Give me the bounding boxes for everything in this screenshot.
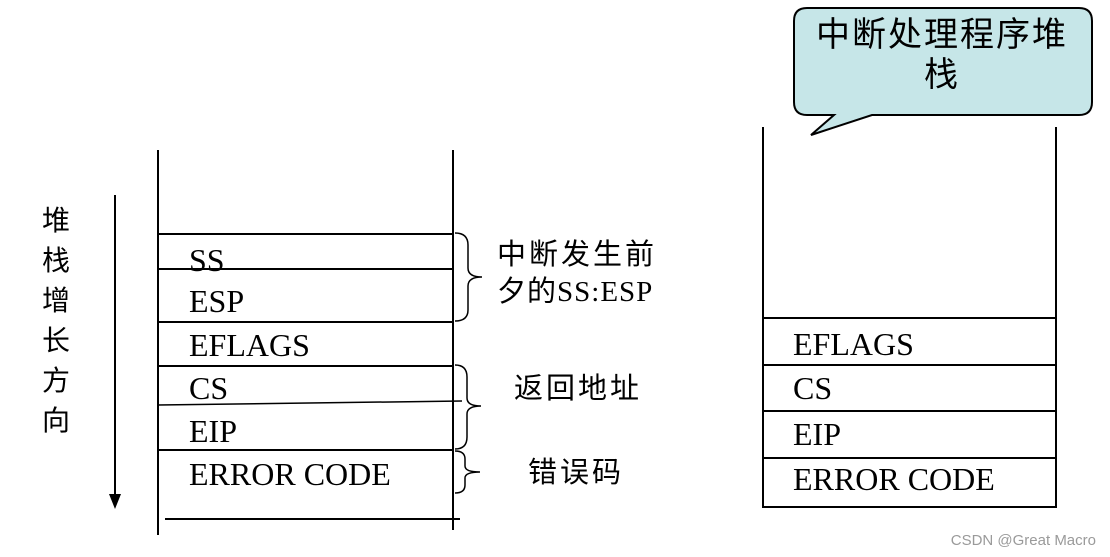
return-address-annotation: 返回地址	[514, 373, 643, 405]
right-stack-divider	[763, 410, 1056, 412]
left-stack-bottom	[165, 518, 460, 520]
growth-char: 方	[41, 366, 70, 397]
ss-esp-annotation-line2: 夕的SS:ESP	[497, 276, 654, 308]
cs-eip-slanted-divider	[157, 400, 463, 406]
right-stack-cell-eip: EIP	[793, 416, 841, 452]
growth-char: 向	[41, 406, 70, 437]
left-stack-cell-eip: EIP	[189, 413, 237, 449]
left-stack-divider	[158, 365, 453, 367]
callout-line1: 中断处理程序堆	[816, 17, 1068, 54]
brace-error-code-icon	[454, 450, 481, 494]
brace-ss-esp-icon	[454, 232, 483, 322]
left-stack-cell-ss: SS	[189, 242, 225, 278]
callout-label: 中断处理程序堆 栈	[800, 16, 1084, 96]
growth-char: 长	[41, 326, 70, 357]
watermark: CSDN @Great Macro	[950, 532, 1096, 549]
right-stack-cell-error-code: ERROR CODE	[793, 461, 995, 497]
callout-bubble	[793, 7, 1093, 136]
right-stack-cell-cs: CS	[793, 370, 833, 406]
left-stack-divider	[158, 268, 453, 270]
growth-char: 堆	[41, 206, 70, 237]
left-stack-cell-error-code: ERROR CODE	[189, 456, 391, 492]
growth-arrowhead-icon	[109, 494, 121, 509]
right-stack-cell-eflags: EFLAGS	[793, 326, 914, 362]
right-stack-divider	[763, 457, 1056, 459]
right-stack-divider	[763, 317, 1056, 319]
left-stack-divider	[158, 233, 453, 235]
growth-direction-label: 堆 栈 增 长 方 向	[40, 202, 72, 442]
left-stack-divider	[158, 321, 453, 323]
left-stack-right-wall	[452, 150, 454, 530]
left-stack-cell-esp: ESP	[189, 283, 245, 319]
right-stack-right-wall	[1055, 127, 1057, 508]
right-stack-divider	[763, 364, 1056, 366]
ss-esp-annotation-line1: 中断发生前	[497, 239, 658, 271]
left-stack-divider	[158, 449, 453, 451]
left-stack-left-wall	[157, 150, 159, 535]
left-stack-cell-cs: CS	[189, 370, 229, 406]
callout-line2: 栈	[924, 57, 960, 94]
left-stack-cell-eflags: EFLAGS	[189, 327, 310, 363]
error-code-annotation: 错误码	[528, 457, 625, 489]
growth-char: 栈	[41, 246, 70, 277]
brace-return-address-icon	[454, 364, 482, 450]
right-stack-bottom	[763, 506, 1056, 508]
growth-char: 增	[41, 286, 70, 317]
